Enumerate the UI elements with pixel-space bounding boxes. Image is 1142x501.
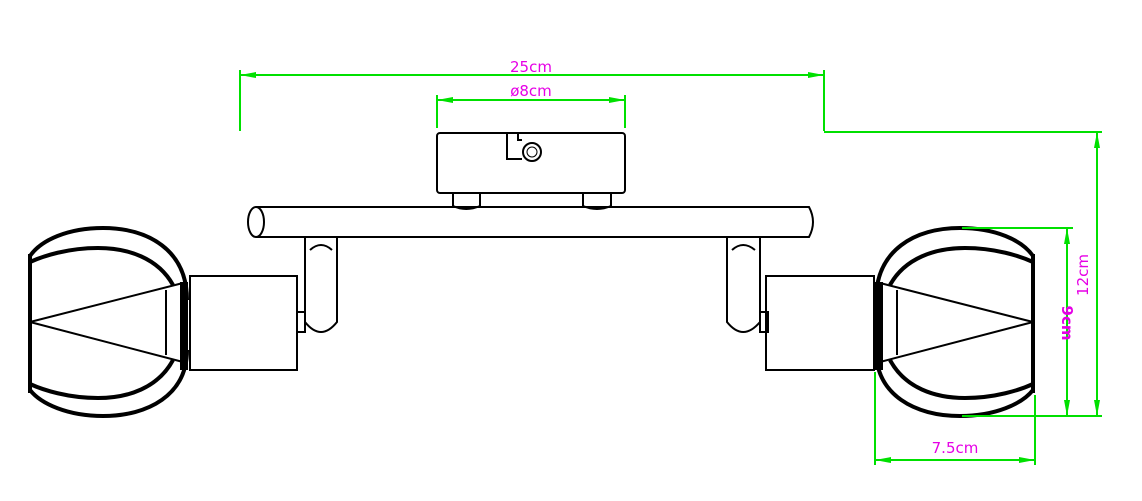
total-width-label: 25cm — [510, 58, 552, 76]
dimension-shade-height — [962, 227, 1102, 417]
right-arm — [726, 237, 769, 333]
canopy — [436, 132, 626, 210]
dimension-shade-depth — [874, 372, 1036, 465]
left-arm — [296, 237, 338, 333]
left-socket — [189, 275, 298, 371]
right-shade — [873, 226, 1035, 418]
dimension-canopy-diameter — [436, 95, 626, 128]
dimension-total-height — [1094, 132, 1100, 416]
left-shade — [28, 226, 190, 418]
right-socket — [765, 275, 875, 371]
screw-icon — [522, 142, 542, 162]
dimension-total-width — [239, 70, 1102, 133]
total-height-label: 12cm — [1074, 254, 1092, 296]
shade-depth-label: 7.5cm — [932, 439, 979, 457]
canopy-diameter-label: ø8cm — [510, 82, 552, 100]
mounting-bar — [247, 206, 814, 238]
shade-height-label: 9cm — [1058, 306, 1076, 341]
